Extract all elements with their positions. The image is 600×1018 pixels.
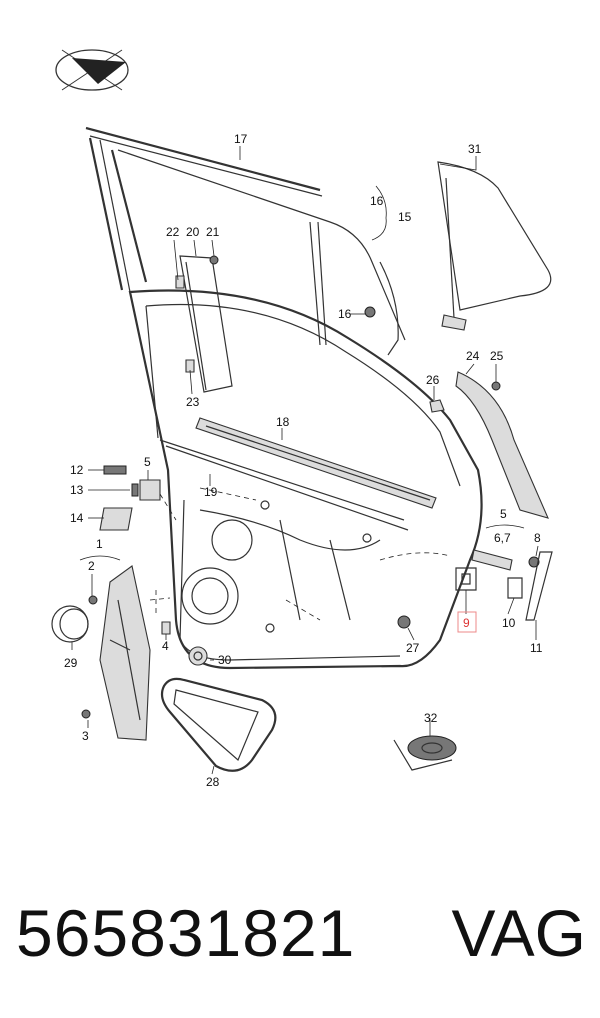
callout-30: 30 [218,653,232,667]
callout-18: 18 [276,415,290,429]
footer: 565831821 VAG [0,888,600,978]
window-channel-upper [85,126,406,356]
tape-roll [393,735,457,771]
callout-23: 23 [186,395,200,409]
grommet [188,646,208,666]
callout-2: 2 [88,559,95,573]
callout-13: 13 [70,483,84,497]
rear-trim [455,371,549,519]
door-internals [181,500,381,633]
callout-15: 15 [398,210,412,224]
callout-6-7: 6,7 [494,531,511,545]
callout-31: 31 [468,142,482,156]
callout-14: 14 [70,511,84,525]
callout-10: 10 [502,616,516,630]
callout-32: 32 [424,711,438,725]
callout-22: 22 [166,225,180,239]
callout-25: 25 [490,349,504,363]
callout-5-right: 5 [500,507,507,521]
b-pillar-trim [179,255,233,393]
callout-12: 12 [70,463,84,477]
callout-29: 29 [64,656,78,670]
compass-arrow-icon [55,49,129,91]
callout-16-lower: 16 [338,307,352,321]
callout-8: 8 [534,531,541,545]
callout-5-left: 5 [144,455,151,469]
callout-19: 19 [204,485,218,499]
speaker-cover [51,605,89,643]
callout-28: 28 [206,775,220,789]
brand-label: VAG [451,896,586,970]
callout-4: 4 [162,639,169,653]
callout-9: 9 [463,616,470,630]
callout-24: 24 [466,349,480,363]
parts-diagram: 17 31 16 15 22 20 21 16 24 25 26 23 18 1… [51,49,553,789]
callout-11: 11 [530,641,543,655]
leader-lines [71,146,539,775]
door-gasket [160,677,277,772]
door-frame [128,289,483,670]
callout-27: 27 [406,641,420,655]
highlight-box-9 [457,611,477,633]
callout-16-upper: 16 [370,194,384,208]
callout-3: 3 [82,729,89,743]
callout-20: 20 [186,225,200,239]
callout-labels: 17 31 16 15 22 20 21 16 24 25 26 23 18 1… [64,132,543,789]
callout-26: 26 [426,373,440,387]
beltline-seal [195,417,437,509]
callout-17: 17 [234,132,248,146]
callout-1: 1 [96,537,103,551]
quarter-glass [437,161,552,331]
part-number: 565831821 [16,896,356,970]
callout-21: 21 [206,225,220,239]
fasteners [81,255,553,719]
window-regulator [99,565,151,741]
